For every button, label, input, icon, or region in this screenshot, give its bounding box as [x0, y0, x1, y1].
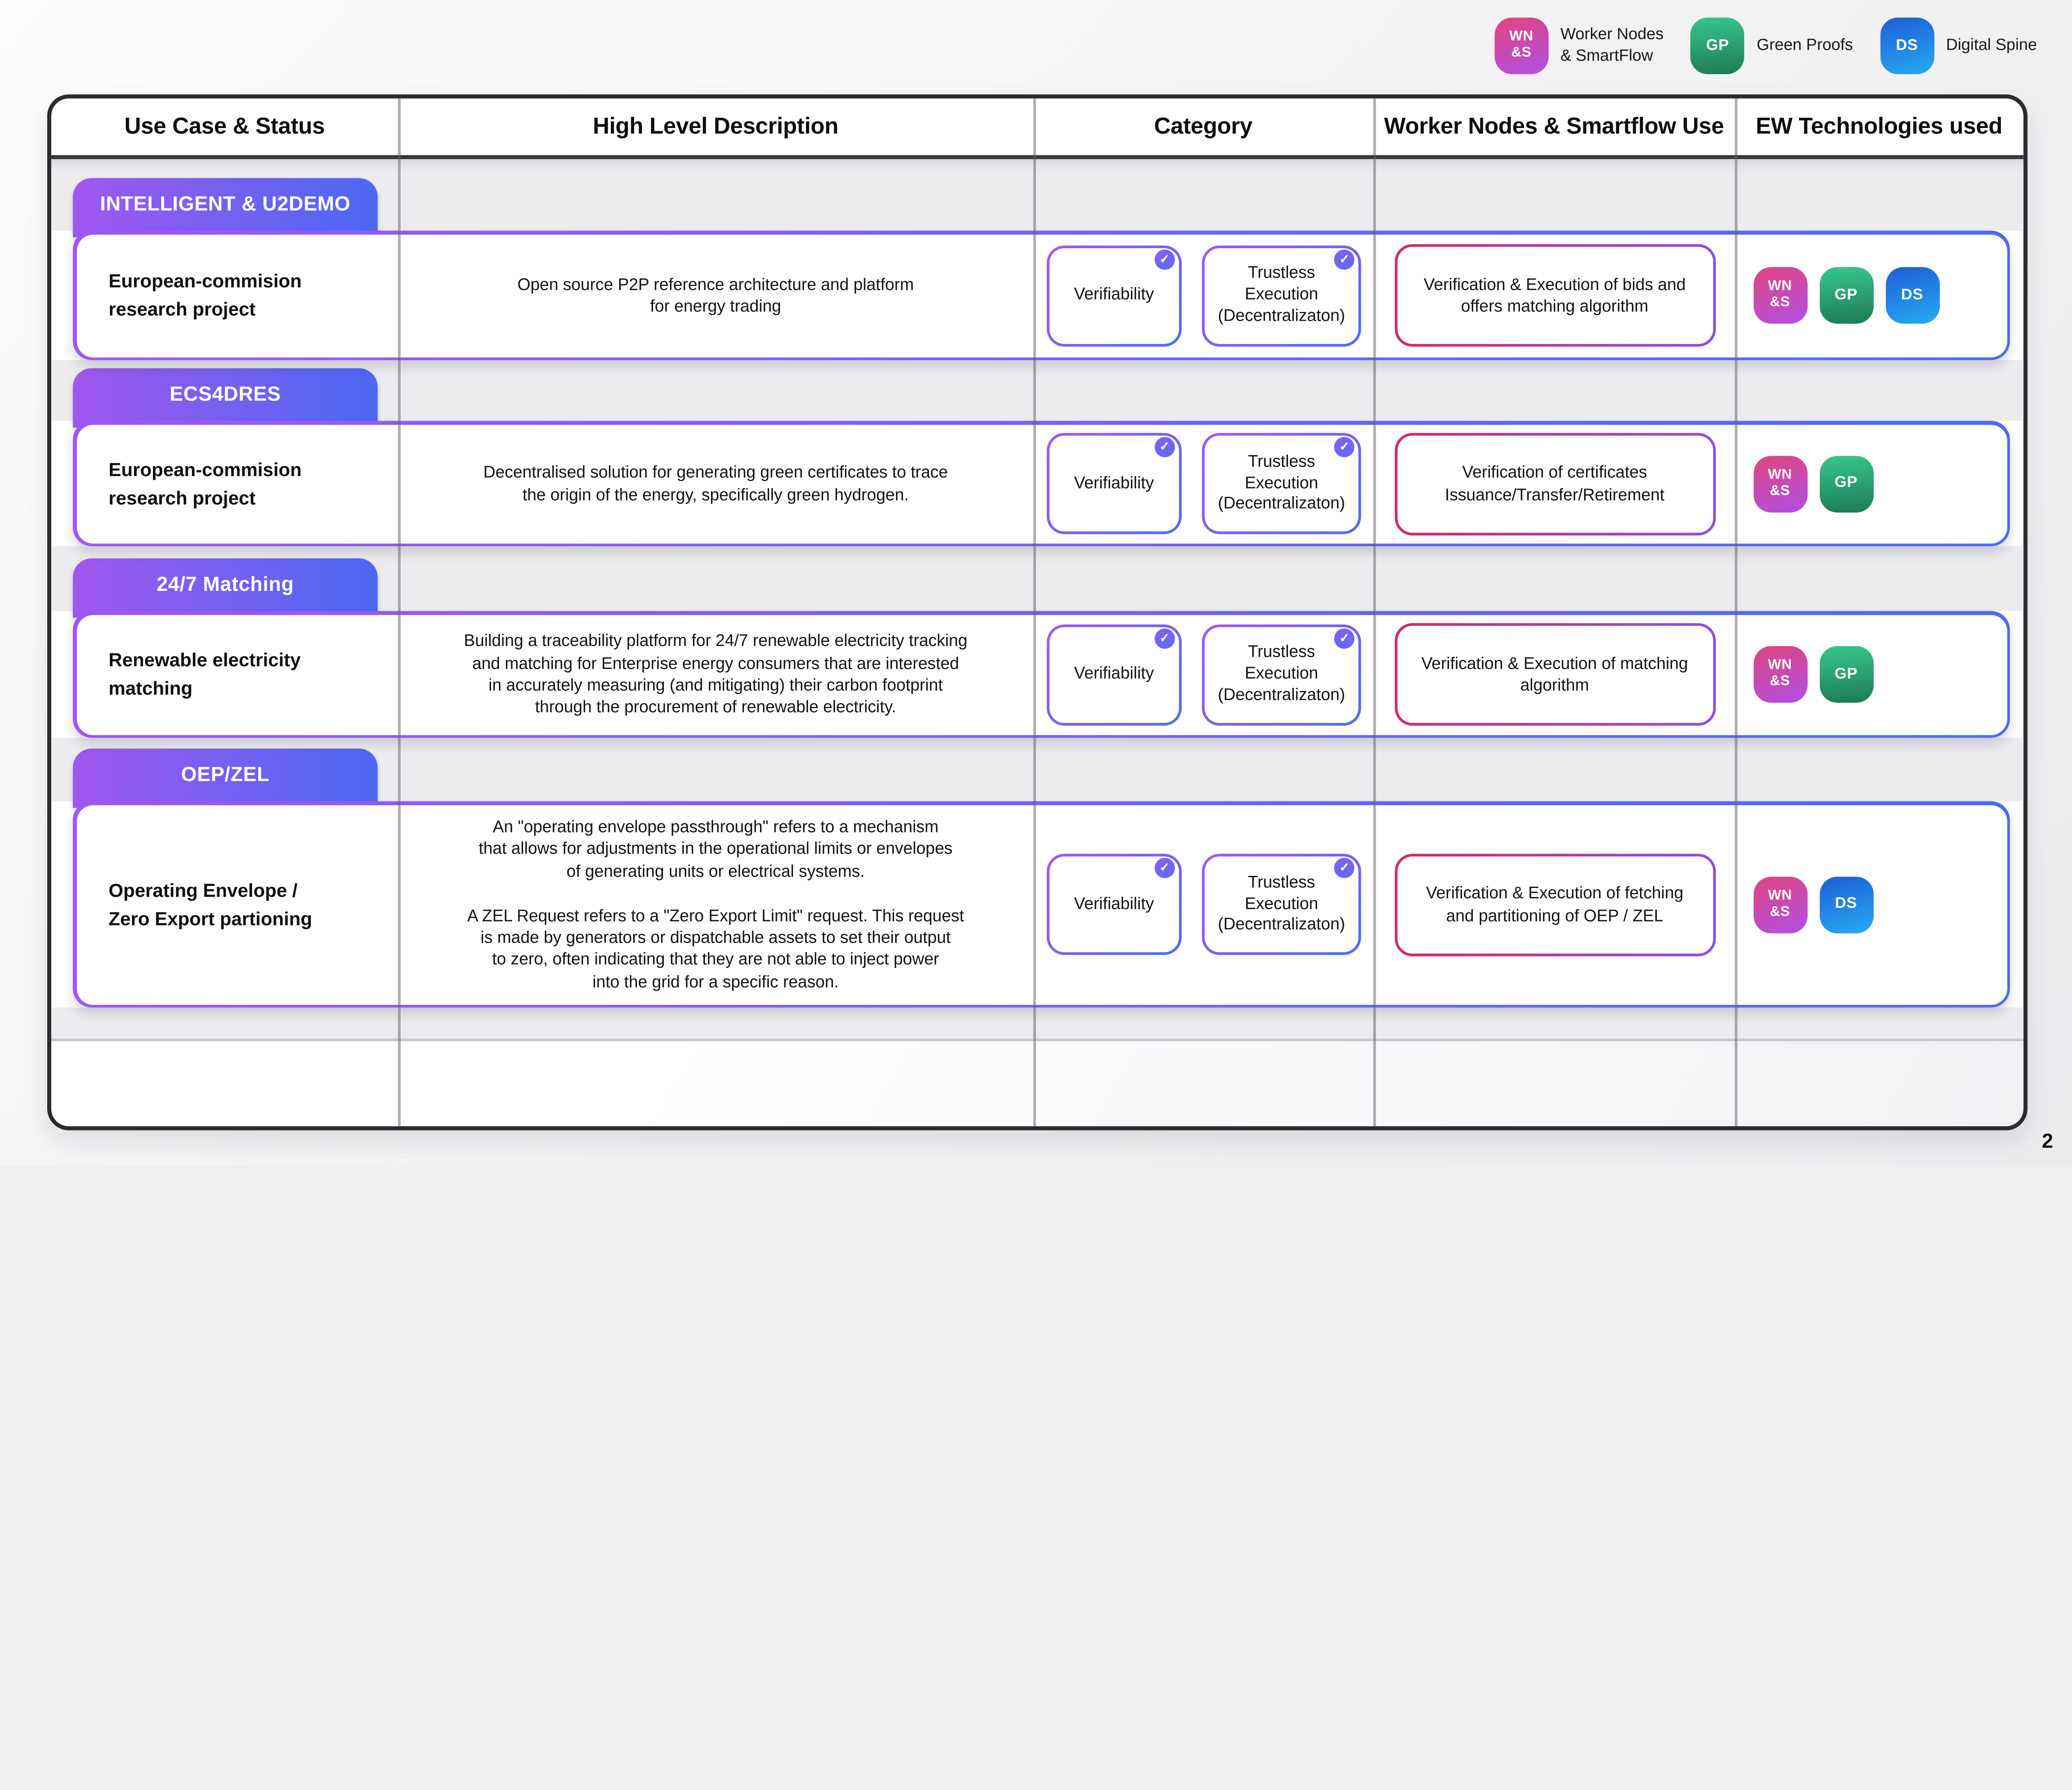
check-icon: ✓: [1154, 249, 1175, 269]
description-text: Building a traceability platform for 24/…: [464, 631, 968, 717]
empty-row: [51, 1041, 2024, 1127]
empty-row-divider: [51, 1038, 2024, 1042]
legend-item-green-proofs: GP Green Proofs: [1690, 17, 1853, 75]
worker-use-text: Verification & Execution of fetching and…: [1397, 856, 1713, 953]
row-band: [51, 1007, 2024, 1039]
category-chip-label: Trustless Execution (Decentralizaton): [1204, 435, 1359, 532]
check-icon: ✓: [1334, 249, 1355, 269]
wns-badge-icon: WN &S: [1753, 876, 1807, 933]
header-divider: [51, 155, 2024, 160]
wns-badge-icon: WN &S: [1753, 455, 1807, 512]
tech-legend: WN &S Worker Nodes & SmartFlow GP Green …: [1494, 17, 2037, 75]
category-chip-label: Verifiability: [1049, 626, 1179, 723]
worker-use-text: Verification & Execution of bids and off…: [1397, 247, 1713, 344]
legend-label: Digital Spine: [1946, 35, 2037, 54]
gp-badge-icon: GP: [1819, 646, 1873, 703]
row-band: [51, 546, 2024, 611]
category-chip-label: Trustless Execution (Decentralizaton): [1204, 626, 1359, 723]
category-chip-verifiability: ✓ Verifiability: [1046, 244, 1181, 346]
legend-label: Worker Nodes & SmartFlow: [1560, 24, 1664, 65]
check-icon: ✓: [1154, 628, 1175, 648]
use-case-label: European-commision research project: [109, 270, 302, 320]
gp-badge-icon: GP: [1819, 455, 1873, 512]
ds-badge-icon: DS: [1885, 267, 1939, 324]
category-chip-trustless-execution: ✓ Trustless Execution (Decentralizaton): [1201, 854, 1362, 955]
category-chip-label: Verifiability: [1049, 435, 1179, 532]
row-tab-oep-zel: OEP/ZEL: [73, 748, 378, 808]
check-icon: ✓: [1334, 437, 1355, 457]
category-chip-verifiability: ✓ Verifiability: [1046, 433, 1181, 535]
row-band: [51, 738, 2024, 801]
legend-label: Green Proofs: [1757, 35, 1853, 54]
row-band: [51, 360, 2024, 421]
wns-badge-icon: WN &S: [1753, 646, 1807, 703]
description-text: An "operating envelope passthrough" refe…: [467, 817, 964, 991]
legend-item-worker-nodes: WN &S Worker Nodes & SmartFlow: [1494, 17, 1664, 75]
category-chip-label: Trustless Execution (Decentralizaton): [1204, 856, 1359, 953]
column-divider: [1373, 98, 1375, 1127]
worker-use-text: Verification & Execution of matching alg…: [1397, 626, 1713, 723]
worker-use-box: Verification & Execution of fetching and…: [1394, 853, 1715, 956]
use-case-label: Operating Envelope / Zero Export partion…: [109, 878, 312, 929]
check-icon: ✓: [1334, 628, 1355, 648]
slide-canvas: WN &S Worker Nodes & SmartFlow GP Green …: [0, 0, 2072, 1166]
row-tab-intelligent-u2demo: INTELLIGENT & U2DEMO: [73, 178, 378, 237]
column-header-category: Category: [1154, 113, 1253, 139]
column-divider: [398, 98, 400, 1127]
gp-badge-icon: GP: [1690, 17, 1745, 75]
table-row: European-commision research project Dece…: [73, 421, 2010, 547]
category-chip-trustless-execution: ✓ Trustless Execution (Decentralizaton): [1201, 433, 1362, 535]
column-header-worker-use: Worker Nodes & Smartflow Use: [1384, 113, 1724, 139]
column-header-ew-tech: EW Technologies used: [1755, 113, 2003, 139]
category-chip-verifiability: ✓ Verifiability: [1046, 624, 1181, 725]
column-divider: [1033, 98, 1036, 1127]
column-header-description: High Level Description: [593, 113, 839, 139]
ds-badge-icon: DS: [1880, 17, 1934, 75]
worker-use-text: Verification of certificates Issuance/Tr…: [1397, 435, 1713, 532]
ds-badge-icon: DS: [1819, 876, 1873, 933]
use-case-label: European-commision research project: [109, 458, 302, 508]
description-text: Decentralised solution for generating gr…: [483, 462, 948, 504]
use-case-label: Renewable electricity matching: [109, 648, 301, 699]
description-text: Open source P2P reference architecture a…: [517, 274, 914, 316]
column-divider: [1735, 98, 1737, 1127]
page-number: 2: [2042, 1130, 2053, 1154]
category-chip-verifiability: ✓ Verifiability: [1046, 854, 1181, 955]
check-icon: ✓: [1334, 858, 1355, 878]
column-header-use-case: Use Case & Status: [124, 113, 325, 139]
table-row: European-commision research project Open…: [73, 230, 2010, 360]
worker-use-box: Verification & Execution of matching alg…: [1394, 623, 1715, 726]
row-tab-ecs4dres: ECS4DRES: [73, 368, 378, 428]
category-chip-trustless-execution: ✓ Trustless Execution (Decentralizaton): [1201, 244, 1362, 346]
legend-item-digital-spine: DS Digital Spine: [1880, 17, 2037, 75]
wns-badge-icon: WN &S: [1494, 17, 1549, 75]
worker-use-box: Verification of certificates Issuance/Tr…: [1394, 432, 1715, 535]
check-icon: ✓: [1154, 858, 1175, 878]
wns-badge-icon: WN &S: [1753, 267, 1807, 324]
row-tab-247-matching: 24/7 Matching: [73, 558, 378, 618]
table-row: Operating Envelope / Zero Export partion…: [73, 801, 2010, 1008]
gp-badge-icon: GP: [1819, 267, 1873, 324]
use-case-table: Use Case & Status High Level Description…: [47, 94, 2028, 1130]
table-row: Renewable electricity matching Building …: [73, 611, 2010, 738]
worker-use-box: Verification & Execution of bids and off…: [1394, 244, 1715, 347]
row-band: [51, 159, 2024, 231]
category-chip-label: Trustless Execution (Decentralizaton): [1204, 247, 1359, 343]
category-chip-trustless-execution: ✓ Trustless Execution (Decentralizaton): [1201, 624, 1362, 725]
check-icon: ✓: [1154, 437, 1175, 457]
